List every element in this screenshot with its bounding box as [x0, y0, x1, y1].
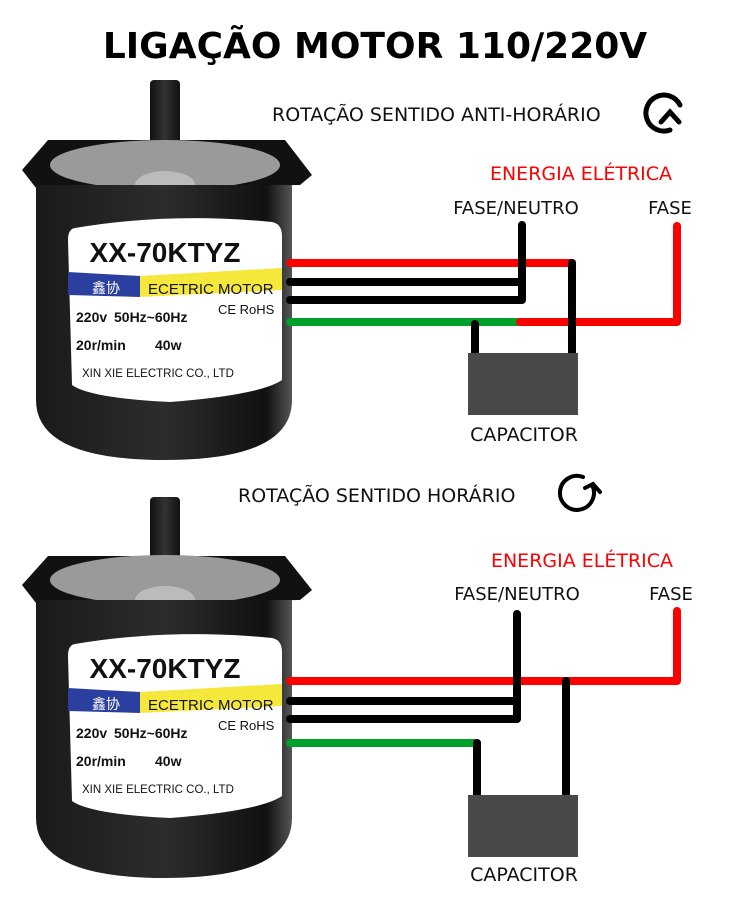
- red-wire: [286, 607, 681, 685]
- terminal-fase: FASE: [648, 198, 692, 219]
- rotate-counterclockwise-icon: [643, 92, 683, 134]
- motor-speed: 20r/min: [76, 337, 126, 353]
- motor-model: XX-70KTYZ: [90, 237, 241, 268]
- motor-type: ECETRIC MOTOR: [148, 697, 274, 714]
- motor-top: XX-70KTYZ 鑫协 ECETRIC MOTOR 220v 50Hz~60H…: [22, 80, 312, 460]
- black-wire-2: [286, 610, 521, 723]
- capacitor-label: CAPACITOR: [470, 864, 578, 886]
- motor-power: 40w: [155, 753, 182, 769]
- motor-brand: 鑫协: [92, 696, 120, 712]
- motor-brand: 鑫协: [92, 280, 120, 296]
- rotation-label: ROTAÇÃO SENTIDO ANTI-HORÁRIO: [272, 103, 601, 126]
- motor-certs: CE RoHS: [218, 302, 275, 317]
- terminal-fase-neutro: FASE/NEUTRO: [454, 584, 580, 605]
- motor-type: ECETRIC MOTOR: [148, 281, 274, 298]
- wires-bottom: [286, 607, 681, 801]
- capacitor-label: CAPACITOR: [470, 424, 578, 446]
- motor-speed: 20r/min: [76, 753, 126, 769]
- energy-label: ENERGIA ELÉTRICA: [491, 549, 673, 572]
- motor-certs: CE RoHS: [218, 718, 275, 733]
- motor-label: XX-70KTYZ 鑫协 ECETRIC MOTOR 220v 50Hz~60H…: [68, 218, 282, 402]
- phase-supply-wire: [516, 222, 681, 326]
- motor-frequency: 50Hz~60Hz: [114, 309, 188, 325]
- motor-bottom: XX-70KTYZ 鑫协 ECETRIC MOTOR 220v 50Hz~60H…: [22, 497, 312, 878]
- terminal-fase-neutro: FASE/NEUTRO: [453, 198, 579, 219]
- rotate-clockwise-icon: [557, 473, 602, 512]
- capacitor: [468, 353, 578, 415]
- wires-top: [286, 221, 681, 359]
- motor-manufacturer: XIN XIE ELECTRIC CO., LTD: [82, 368, 234, 380]
- motor-frequency: 50Hz~60Hz: [114, 725, 188, 741]
- black-wire-2: [286, 221, 526, 304]
- capacitor: [468, 795, 578, 857]
- motor-model: XX-70KTYZ: [90, 653, 241, 684]
- motor-manufacturer: XIN XIE ELECTRIC CO., LTD: [82, 784, 234, 796]
- motor-voltage: 220v: [76, 725, 107, 741]
- rotation-label: ROTAÇÃO SENTIDO HORÁRIO: [238, 484, 515, 507]
- motor-label: XX-70KTYZ 鑫协 ECETRIC MOTOR 220v 50Hz~60H…: [68, 634, 282, 818]
- terminal-fase: FASE: [649, 584, 693, 605]
- motor-power: 40w: [155, 337, 182, 353]
- page-title: LIGAÇÃO MOTOR 110/220V: [103, 25, 647, 67]
- energy-label: ENERGIA ELÉTRICA: [490, 162, 672, 185]
- motor-voltage: 220v: [76, 309, 107, 325]
